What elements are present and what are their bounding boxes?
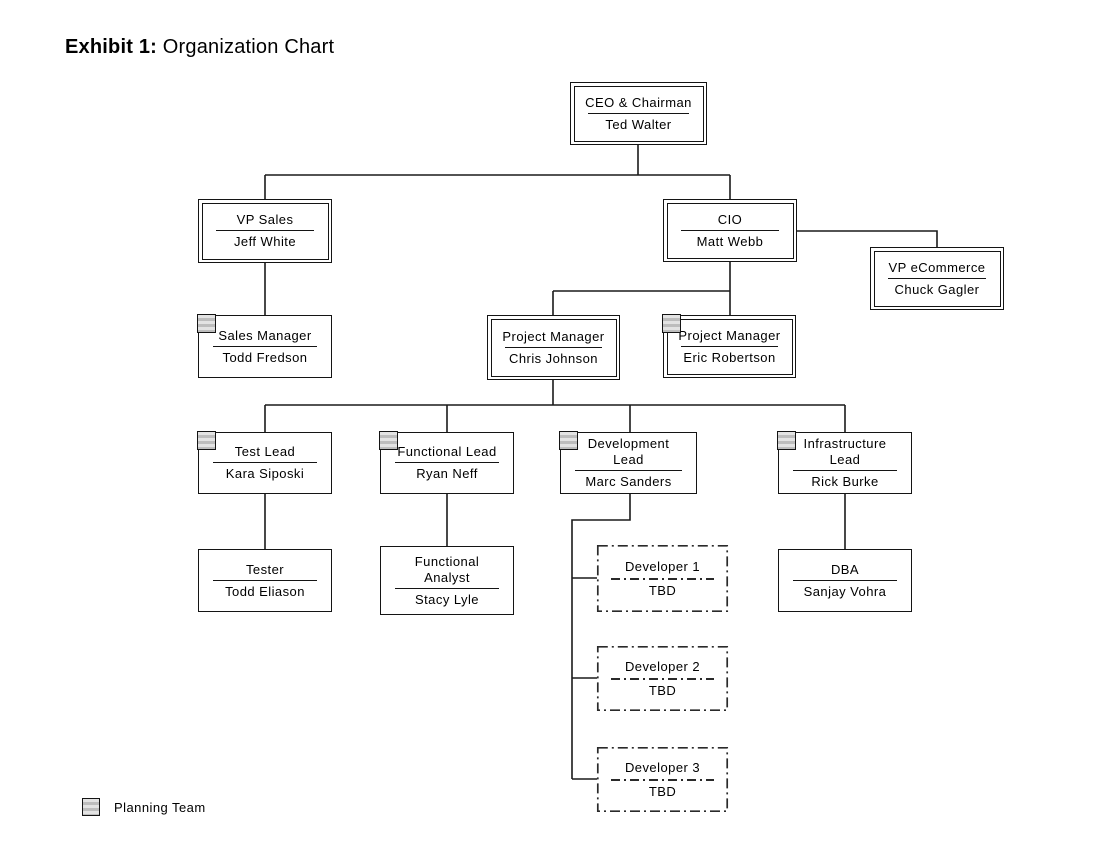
exhibit-heading-prefix: Exhibit 1:	[65, 36, 158, 58]
person-name: Stacy Lyle	[415, 591, 479, 607]
org-node-functional-lead: Functional Lead Ryan Neff	[379, 431, 514, 494]
role-title: Development Lead	[587, 436, 670, 467]
role-title: Test Lead	[234, 444, 296, 459]
role-title: Sales Manager	[218, 327, 312, 343]
planning-team-legend-icon	[82, 798, 100, 816]
person-name: TBD	[648, 682, 677, 698]
person-name: Eric Robertson	[683, 349, 776, 365]
title-divider	[394, 462, 500, 463]
planning-team-badge-icon	[662, 314, 681, 333]
role-title: CEO & Chairman	[585, 94, 692, 110]
role-title: DBA	[830, 561, 860, 577]
title-divider	[887, 277, 987, 279]
connector-leads-to-reports	[264, 494, 846, 549]
org-node-infrastructure-lead: Infrastructure Lead Rick Burke	[777, 431, 912, 494]
role-title: CIO	[717, 211, 743, 227]
connector-cio-to-vp-ecommerce	[797, 230, 938, 247]
person-name: TBD	[648, 582, 677, 598]
person-name: Chuck Gagler	[894, 281, 980, 297]
org-node-vp-ecommerce: VP eCommerce Chuck Gagler	[870, 247, 1004, 310]
title-divider	[587, 112, 690, 114]
org-node-project-manager-eric-robertson: Project Manager Eric Robertson	[662, 314, 796, 378]
role-title: Developer 1	[624, 558, 701, 574]
legend: Planning Team	[82, 798, 206, 816]
title-divider	[610, 577, 715, 580]
title-divider	[680, 229, 780, 231]
org-node-developer-1: Developer 1 TBD	[597, 545, 728, 612]
person-name: Todd Eliason	[225, 583, 305, 599]
person-name: Jeff White	[233, 234, 297, 249]
legend-label: Planning Team	[114, 799, 206, 815]
person-name: Ryan Neff	[416, 466, 478, 481]
person-name: Ted Walter	[605, 116, 672, 132]
role-title: Functional Analyst	[414, 553, 480, 585]
person-name: Kara Siposki	[225, 466, 305, 481]
planning-team-badge-icon	[197, 431, 216, 450]
org-node-vp-sales: VP Sales Jeff White	[198, 199, 332, 263]
title-divider	[680, 345, 779, 347]
person-name: TBD	[648, 783, 677, 799]
org-node-project-manager-chris-johnson: Project Manager Chris Johnson	[487, 315, 620, 380]
role-title: Developer 2	[624, 658, 701, 674]
org-node-developer-2: Developer 2 TBD	[597, 646, 728, 711]
developer-2-dashdot-border	[596, 645, 729, 712]
role-title: VP eCommerce	[888, 259, 986, 275]
role-title: Tester	[245, 561, 285, 577]
planning-team-badge-icon	[777, 431, 796, 450]
title-divider	[792, 579, 898, 581]
person-name: Todd Fredson	[222, 349, 308, 365]
title-divider	[394, 587, 500, 589]
title-divider	[212, 462, 318, 463]
title-divider	[212, 345, 318, 347]
planning-team-badge-icon	[379, 431, 398, 450]
role-title: Functional Lead	[397, 444, 497, 459]
org-node-cio: CIO Matt Webb	[663, 199, 797, 262]
person-name: Chris Johnson	[509, 350, 598, 366]
org-node-functional-analyst: Functional Analyst Stacy Lyle	[380, 546, 514, 615]
exhibit-heading-text: Organization Chart	[157, 36, 335, 58]
title-divider	[792, 470, 898, 471]
role-title: Project Manager	[502, 328, 605, 344]
developer-3-dashdot-border	[596, 746, 729, 813]
title-divider	[610, 778, 715, 781]
org-node-dba: DBA Sanjay Vohra	[778, 549, 912, 612]
org-node-test-lead: Test Lead Kara Siposki	[197, 431, 332, 494]
title-divider	[212, 579, 318, 581]
title-divider	[610, 677, 715, 680]
connector-ceo-to-row2	[264, 145, 731, 199]
title-divider	[504, 346, 603, 348]
person-name: Marc Sanders	[585, 474, 672, 489]
person-name: Rick Burke	[811, 474, 879, 489]
role-title: Developer 3	[624, 759, 701, 775]
connector-development-lead-to-developers	[571, 494, 631, 780]
planning-team-badge-icon	[559, 431, 578, 450]
role-title: Infrastructure Lead	[803, 436, 887, 467]
org-node-tester: Tester Todd Eliason	[198, 549, 332, 612]
org-node-developer-3: Developer 3 TBD	[597, 747, 728, 812]
title-divider	[575, 470, 682, 471]
planning-team-badge-icon	[197, 314, 216, 333]
exhibit-heading: Exhibit 1: Organization Chart	[65, 36, 334, 59]
connector-cio-to-project-managers	[552, 262, 731, 315]
role-title: Project Manager	[678, 327, 781, 343]
connector-pm-to-leads	[264, 380, 846, 432]
role-title: VP Sales	[236, 212, 294, 227]
developer-1-dashdot-border	[596, 544, 729, 613]
title-divider	[215, 230, 315, 231]
person-name: Matt Webb	[696, 233, 764, 249]
org-node-development-lead: Development Lead Marc Sanders	[559, 431, 697, 494]
org-node-ceo: CEO & Chairman Ted Walter	[570, 82, 707, 145]
org-node-sales-manager: Sales Manager Todd Fredson	[197, 314, 332, 378]
person-name: Sanjay Vohra	[803, 583, 887, 599]
